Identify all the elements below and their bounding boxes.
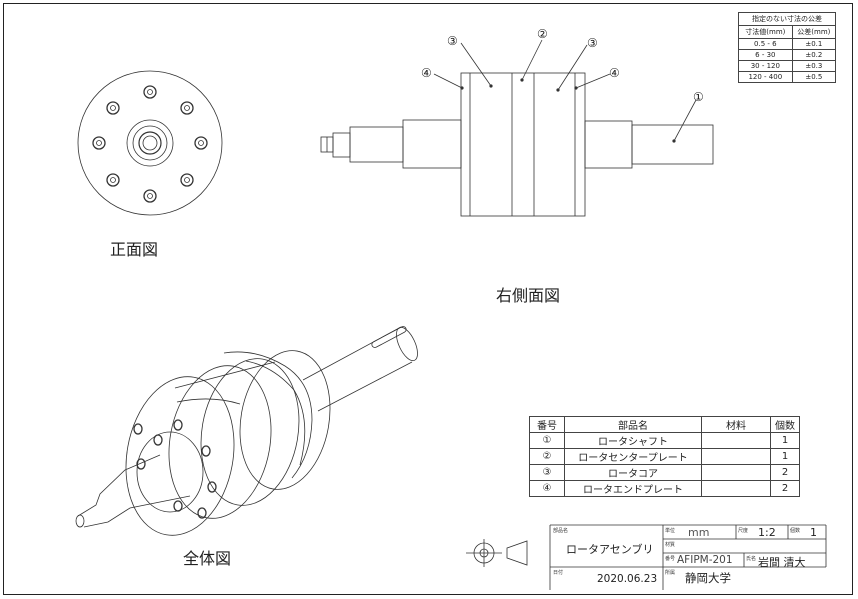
balloon-1: ① bbox=[693, 90, 704, 104]
material-caption: 材質 bbox=[665, 542, 676, 548]
table-cell: 30 - 120 bbox=[738, 60, 793, 72]
table-cell: ロータコア bbox=[564, 464, 702, 481]
table-cell: ② bbox=[529, 448, 565, 465]
balloon-3-right: ③ bbox=[587, 36, 598, 50]
table-row: 120 - 400±0.5 bbox=[738, 71, 837, 83]
date-value: 2020.06.23 bbox=[597, 573, 658, 585]
name-value: 岩間 清大 bbox=[758, 556, 806, 569]
table-cell: ±0.5 bbox=[791, 71, 837, 83]
table-row: 30 - 120±0.3 bbox=[738, 60, 837, 72]
table-cell: ① bbox=[529, 432, 565, 449]
front-view-drawing bbox=[77, 70, 223, 216]
title-block-grid bbox=[549, 524, 827, 590]
tolerance-header-size: 寸法値(mm) bbox=[738, 25, 793, 39]
name-caption: 氏名 bbox=[746, 556, 757, 562]
table-cell: 2 bbox=[770, 480, 800, 497]
table-cell: 0.5 - 6 bbox=[738, 38, 793, 50]
table-row: ③ ロータコア 2 bbox=[529, 464, 800, 481]
header-number: 番号 bbox=[529, 416, 565, 433]
table-cell: 6 - 30 bbox=[738, 49, 793, 61]
isometric-view-drawing bbox=[75, 326, 418, 536]
balloon-4-right: ④ bbox=[609, 66, 620, 80]
sheet-caption: 個数 bbox=[790, 528, 801, 534]
projection-symbol bbox=[466, 539, 528, 567]
isometric-view-label: 全体図 bbox=[183, 549, 232, 568]
front-view-label: 正面図 bbox=[110, 240, 159, 259]
number-caption: 番号 bbox=[665, 556, 676, 562]
table-cell bbox=[701, 432, 771, 449]
scale-value: 1:2 bbox=[758, 526, 776, 539]
table-cell: 1 bbox=[770, 432, 800, 449]
table-cell: 1 bbox=[770, 448, 800, 465]
table-cell bbox=[701, 464, 771, 481]
balloon-3-left: ③ bbox=[447, 34, 458, 48]
table-cell: ③ bbox=[529, 464, 565, 481]
table-row: 0.5 - 6±0.1 bbox=[738, 38, 837, 50]
header-quantity: 個数 bbox=[770, 416, 800, 433]
table-cell: ±0.1 bbox=[791, 38, 837, 50]
drawing-number-value: AFIPM-201 bbox=[677, 554, 733, 566]
side-view-label: 右側面図 bbox=[496, 286, 561, 305]
tolerance-header-value: 公差(mm) bbox=[791, 25, 837, 39]
header-part-name: 部品名 bbox=[564, 416, 702, 433]
unit-value: mm bbox=[688, 526, 710, 539]
table-row: ① ロータシャフト 1 bbox=[529, 432, 800, 449]
parts-list-header: 番号 部品名 材料 個数 bbox=[529, 416, 800, 433]
table-row: 6 - 30±0.2 bbox=[738, 49, 837, 61]
scale-caption: 尺度 bbox=[738, 528, 749, 534]
sheet-value: 1 bbox=[810, 526, 817, 539]
table-cell: ロータセンタープレート bbox=[564, 448, 702, 465]
balloon-leaders bbox=[433, 39, 697, 142]
table-cell bbox=[701, 480, 771, 497]
part-name-value: ロータアセンブリ bbox=[566, 543, 654, 556]
table-row: ④ ロータエンドプレート 2 bbox=[529, 480, 800, 497]
sheet-border bbox=[3, 3, 853, 595]
front-view-bolt-holes bbox=[92, 85, 208, 203]
date-caption: 日付 bbox=[553, 570, 564, 576]
tolerance-table: 指定のない寸法の公差 寸法値(mm) 公差(mm) 0.5 - 6±0.1 6 … bbox=[738, 12, 837, 83]
balloon-2: ② bbox=[537, 27, 548, 41]
parts-list-table: 番号 部品名 材料 個数 ① ロータシャフト 1 ② ロータセンタープレート 1… bbox=[529, 416, 800, 497]
part-name-caption: 部品名 bbox=[553, 528, 569, 534]
table-cell bbox=[701, 448, 771, 465]
table-cell: 120 - 400 bbox=[738, 71, 793, 83]
organization-value: 静岡大学 bbox=[685, 571, 731, 585]
unit-caption: 単位 bbox=[665, 528, 676, 534]
table-cell: ロータエンドプレート bbox=[564, 480, 702, 497]
table-cell: ④ bbox=[529, 480, 565, 497]
table-cell: ±0.3 bbox=[791, 60, 837, 72]
tolerance-title: 指定のない寸法の公差 bbox=[738, 12, 836, 26]
isometric-bolt-holes bbox=[133, 419, 217, 519]
balloon-4-left: ④ bbox=[421, 66, 432, 80]
table-cell: ロータシャフト bbox=[564, 432, 702, 449]
table-row: ② ロータセンタープレート 1 bbox=[529, 448, 800, 465]
header-material: 材料 bbox=[701, 416, 771, 433]
table-cell: 2 bbox=[770, 464, 800, 481]
organization-caption: 所属 bbox=[665, 570, 676, 576]
side-view-drawing bbox=[320, 72, 714, 217]
table-cell: ±0.2 bbox=[791, 49, 837, 61]
